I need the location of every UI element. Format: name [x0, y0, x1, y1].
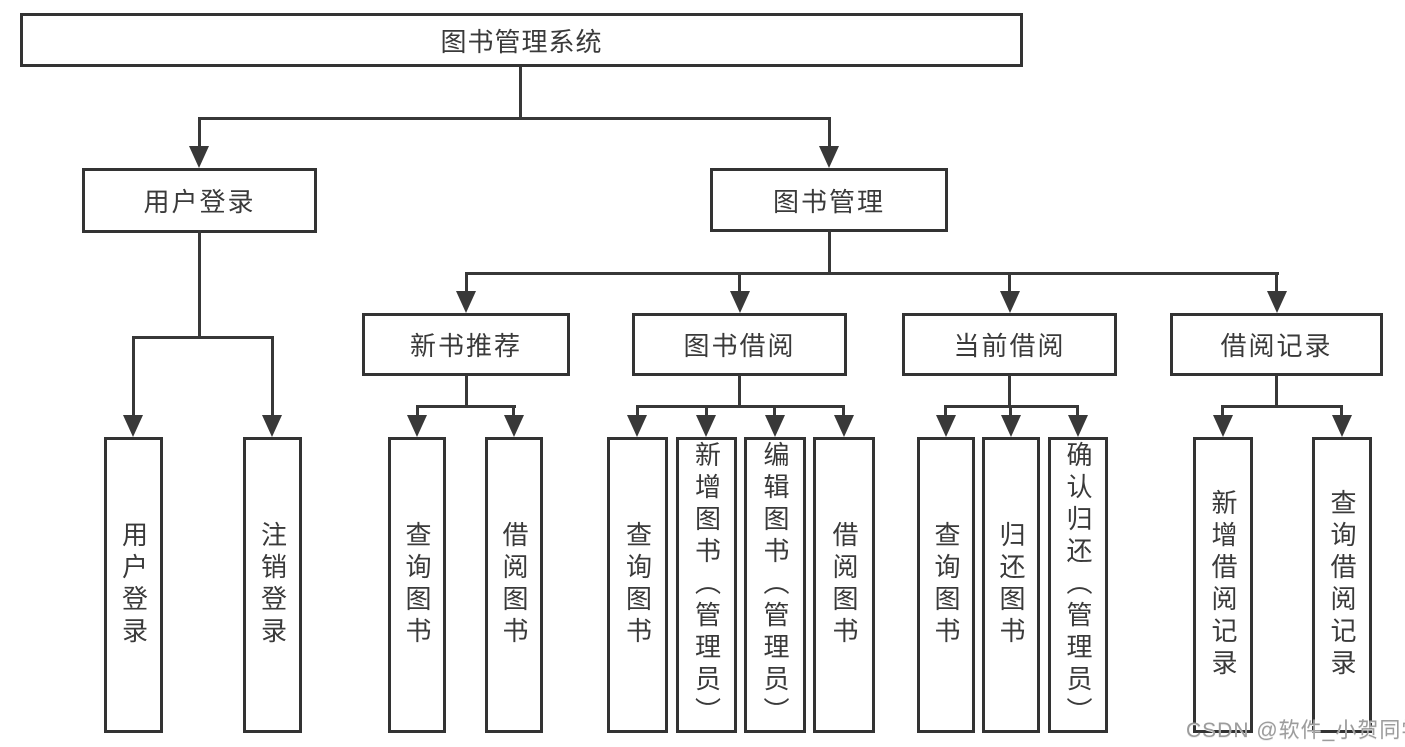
- arrowhead-down-icon: [1267, 291, 1287, 313]
- connector-line: [132, 336, 274, 339]
- arrowhead-down-icon: [1001, 415, 1021, 437]
- leaf-edit-book-admin-box: 编辑图书（管理员）: [744, 437, 806, 733]
- connector-line: [465, 375, 468, 408]
- arrowhead-down-icon: [262, 415, 282, 437]
- leaf-borrow-book-box: 借阅图书: [813, 437, 875, 733]
- leaf-query-book-box: 查询图书: [917, 437, 975, 733]
- leaf-add-borrow-record-box: 新增借阅记录: [1193, 437, 1253, 733]
- arrowhead-down-icon: [1000, 291, 1020, 313]
- module-current-borrow-box: 当前借阅: [902, 313, 1117, 376]
- module-book-borrow-box: 图书借阅: [632, 313, 847, 376]
- arrowhead-down-icon: [189, 146, 209, 168]
- leaf-label: 注销登录: [257, 521, 288, 649]
- connector-line: [773, 405, 776, 417]
- root-node-box: 图书管理系统: [20, 13, 1023, 67]
- connector-line: [1009, 405, 1012, 417]
- arrowhead-down-icon: [730, 291, 750, 313]
- branch-user-login-label: 用户登录: [143, 187, 256, 217]
- leaf-label: 查询图书: [931, 521, 961, 649]
- connector-line: [705, 405, 708, 417]
- leaf-label: 查询借阅记录: [1327, 489, 1357, 681]
- arrowhead-down-icon: [1213, 415, 1233, 437]
- connector-line: [519, 67, 522, 118]
- module-new-book-recommend-box: 新书推荐: [362, 313, 570, 376]
- leaf-label: 确认归还（管理员）: [1063, 441, 1093, 729]
- leaf-label: 借阅图书: [829, 521, 859, 649]
- connector-line: [738, 272, 741, 293]
- module-book-borrow-label: 图书借阅: [683, 331, 796, 361]
- arrowhead-down-icon: [456, 291, 476, 313]
- connector-line: [1222, 405, 1343, 408]
- connector-line: [416, 405, 419, 417]
- branch-user-login-box: 用户登录: [82, 168, 317, 233]
- connector-line: [828, 230, 831, 274]
- connector-line: [1275, 272, 1278, 293]
- connector-line: [944, 405, 947, 417]
- leaf-label: 归还图书: [996, 521, 1026, 649]
- arrowhead-down-icon: [765, 415, 785, 437]
- connector-line: [465, 272, 468, 293]
- connector-line: [198, 230, 201, 339]
- leaf-label: 查询图书: [402, 521, 432, 649]
- leaf-label: 新增借阅记录: [1208, 489, 1238, 681]
- connector-line: [738, 375, 741, 408]
- connector-line: [198, 117, 831, 120]
- arrowhead-down-icon: [1068, 415, 1088, 437]
- connector-line: [512, 405, 515, 417]
- leaf-borrow-book-box: 借阅图书: [485, 437, 543, 733]
- connector-line: [636, 405, 639, 417]
- leaf-query-borrow-record-box: 查询借阅记录: [1312, 437, 1372, 733]
- arrowhead-down-icon: [123, 415, 143, 437]
- connector-line: [1275, 375, 1278, 408]
- connector-line: [1340, 405, 1343, 417]
- arrowhead-down-icon: [819, 146, 839, 168]
- module-borrow-record-label: 借阅记录: [1220, 331, 1333, 361]
- branch-book-management-box: 图书管理: [710, 168, 948, 232]
- connector-line: [636, 405, 845, 408]
- leaf-query-book-box: 查询图书: [388, 437, 446, 733]
- connector-line: [1008, 375, 1011, 408]
- leaf-logout-box: 注销登录: [243, 437, 302, 733]
- leaf-query-book-box: 查询图书: [607, 437, 668, 733]
- connector-line: [416, 405, 516, 408]
- arrowhead-down-icon: [407, 415, 427, 437]
- connector-line: [1008, 272, 1011, 293]
- module-current-borrow-label: 当前借阅: [953, 331, 1066, 361]
- arrowhead-down-icon: [504, 415, 524, 437]
- arrowhead-down-icon: [834, 415, 854, 437]
- connector-line: [465, 272, 1279, 275]
- connector-line: [1221, 405, 1224, 417]
- leaf-label: 查询图书: [622, 521, 653, 649]
- leaf-label: 编辑图书（管理员）: [760, 441, 790, 729]
- connector-line: [842, 405, 845, 417]
- connector-line: [1076, 405, 1079, 417]
- module-borrow-record-box: 借阅记录: [1170, 313, 1383, 376]
- connector-line: [132, 336, 135, 417]
- connector-line: [828, 117, 831, 148]
- root-node-label: 图书管理系统: [440, 26, 603, 57]
- leaf-label: 新增图书（管理员）: [691, 441, 722, 729]
- arrowhead-down-icon: [627, 415, 647, 437]
- leaf-confirm-return-admin-box: 确认归还（管理员）: [1048, 437, 1108, 733]
- arrowhead-down-icon: [1332, 415, 1352, 437]
- arrowhead-down-icon: [936, 415, 956, 437]
- leaf-return-book-box: 归还图书: [982, 437, 1040, 733]
- leaf-user-login-box: 用户登录: [104, 437, 163, 733]
- connector-line: [945, 405, 1079, 408]
- leaf-label: 用户登录: [118, 521, 149, 649]
- connector-line: [198, 117, 201, 148]
- module-new-book-recommend-label: 新书推荐: [409, 331, 522, 361]
- leaf-add-book-admin-box: 新增图书（管理员）: [676, 437, 737, 733]
- branch-book-management-label: 图书管理: [772, 186, 885, 217]
- arrowhead-down-icon: [696, 415, 716, 437]
- leaf-label: 借阅图书: [499, 521, 529, 649]
- connector-line: [271, 336, 274, 417]
- csdn-watermark: CSDN @软件_小贺同学: [1186, 719, 1405, 742]
